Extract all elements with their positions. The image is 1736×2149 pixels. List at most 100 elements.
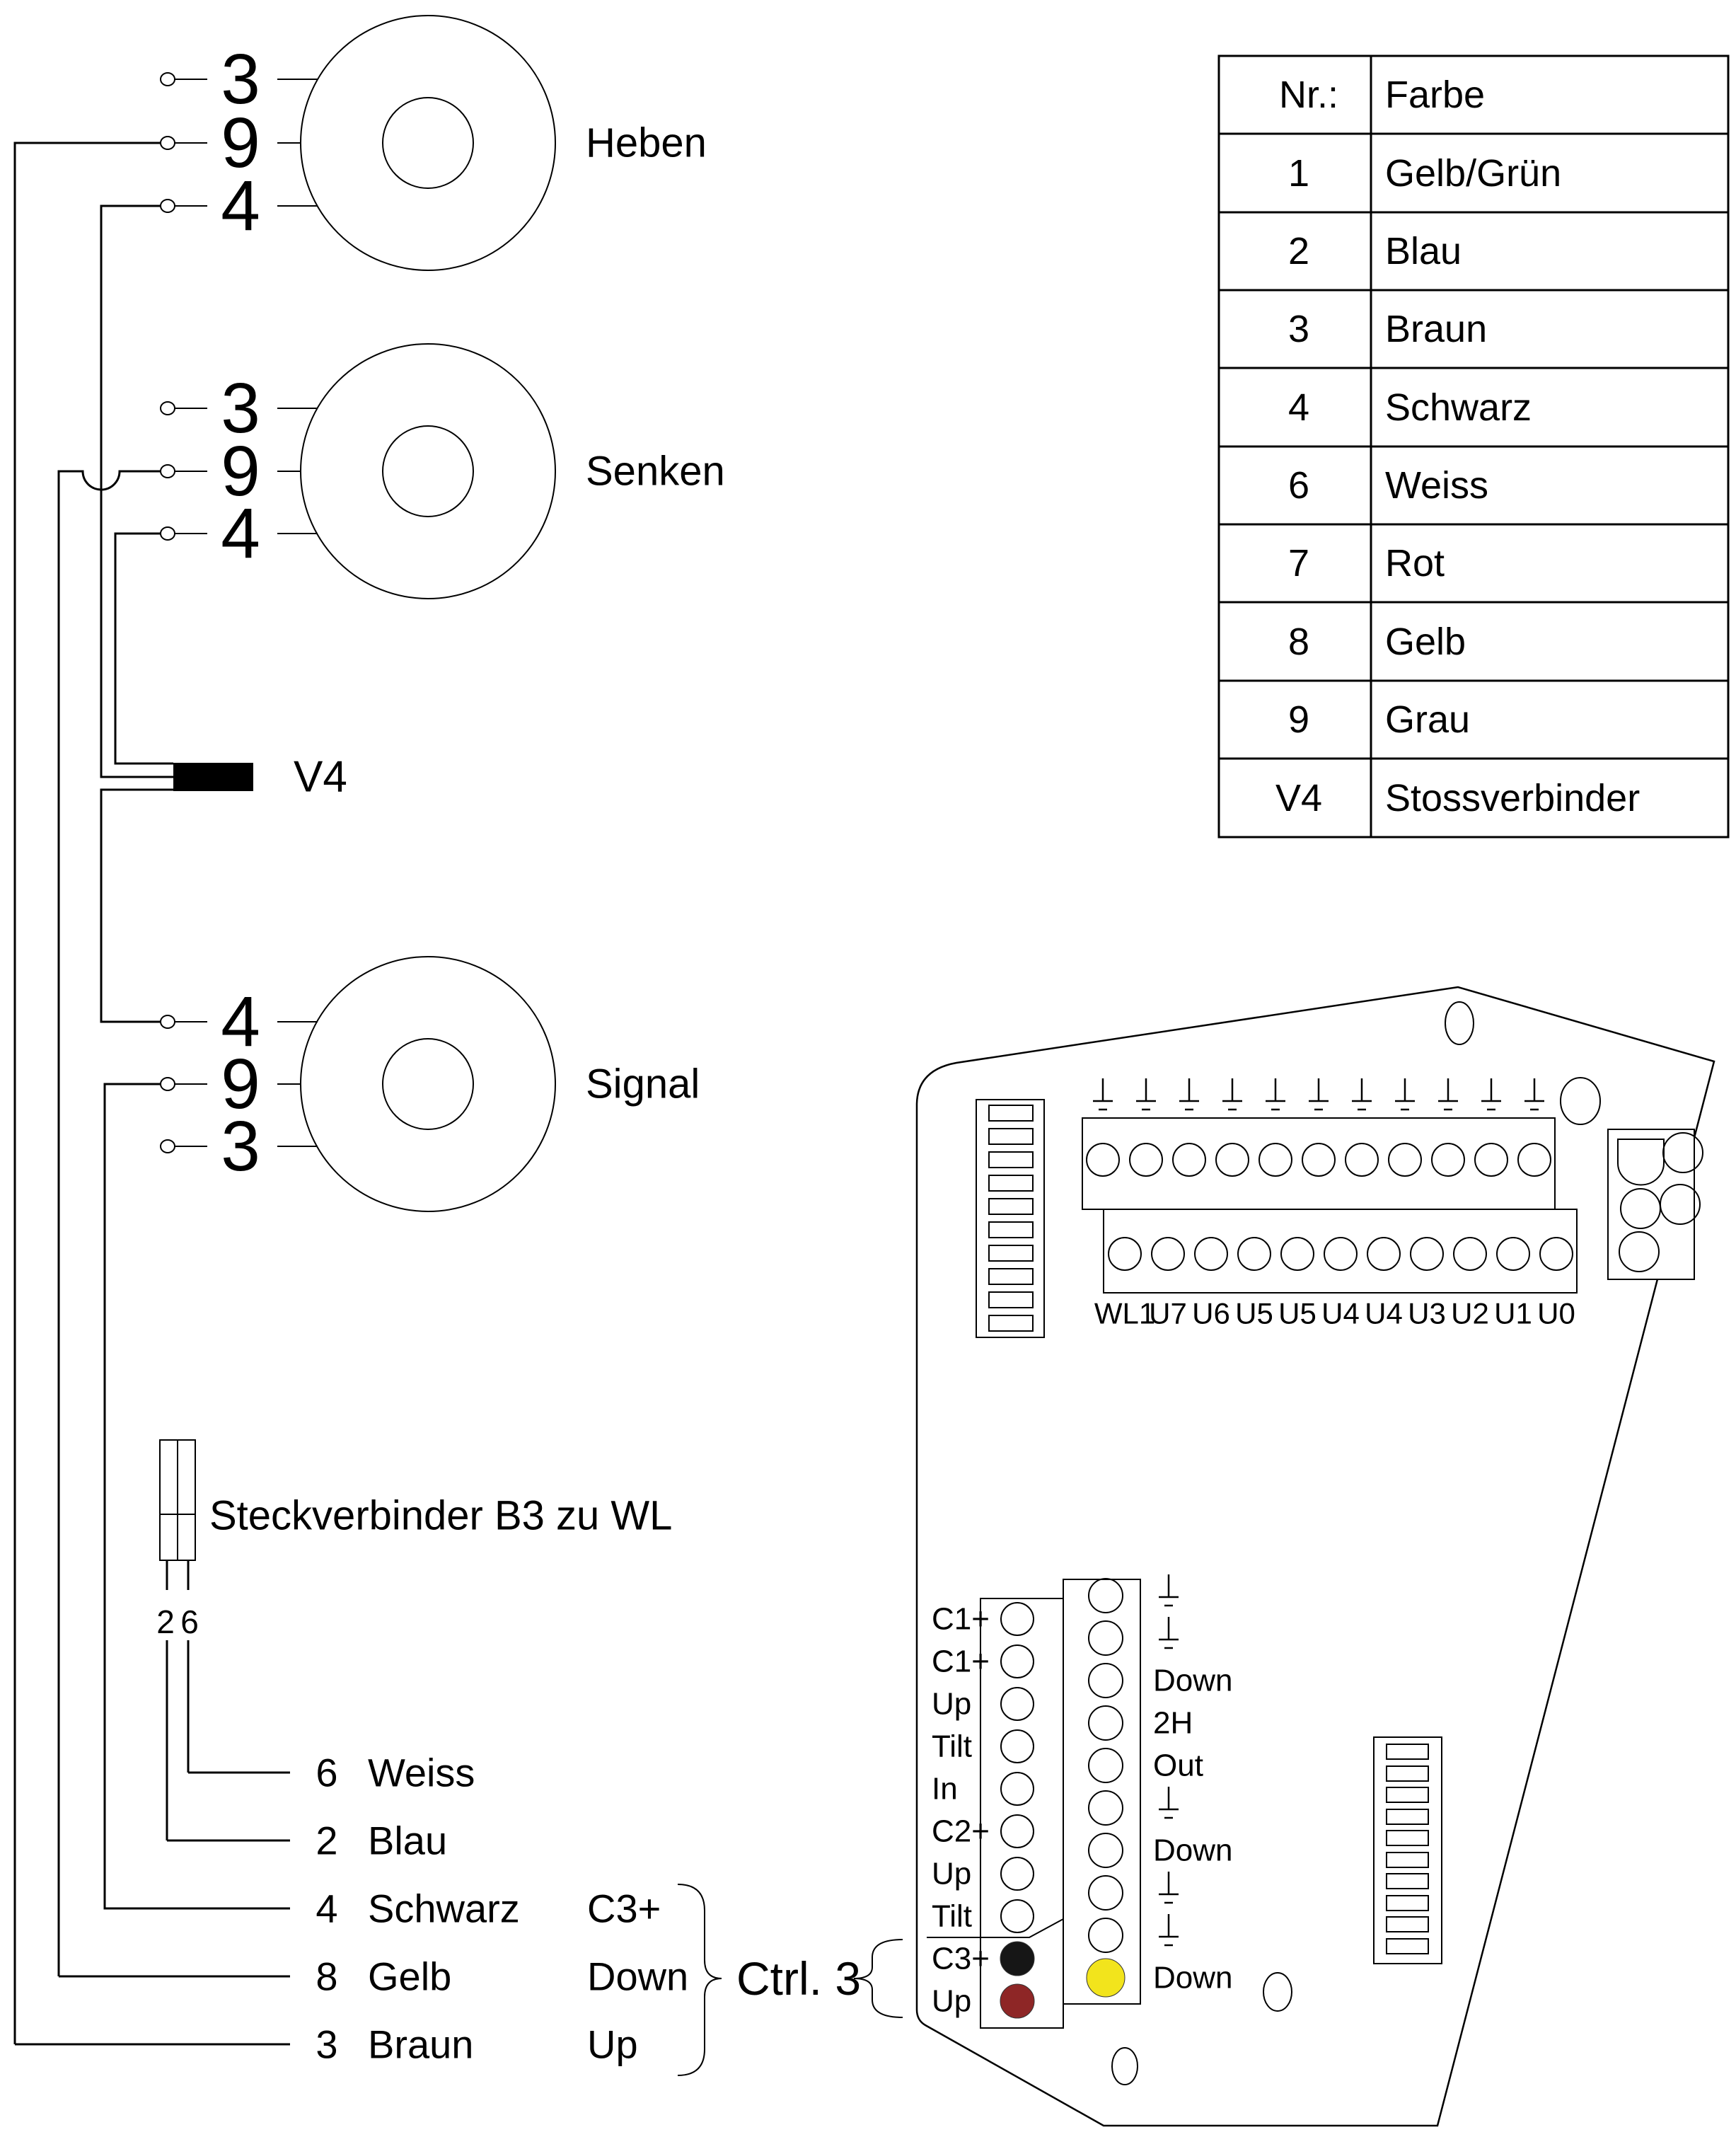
- table-header-farbe: Farbe: [1385, 74, 1485, 116]
- wire-row-nr: 6: [316, 1751, 337, 1795]
- brace-right: [853, 1939, 903, 2018]
- table-cell-farbe: Stossverbinder: [1385, 777, 1640, 819]
- port-circle: [1088, 1578, 1123, 1613]
- terminal-label: WL1: [1094, 1297, 1155, 1330]
- terminal-label: U4: [1321, 1297, 1360, 1330]
- terminal-block-body: [1103, 1209, 1578, 1294]
- table-cell-nr: 6: [1288, 464, 1309, 507]
- port-label: C3+: [932, 1942, 990, 1976]
- port-label: Tilt: [932, 1729, 972, 1764]
- port-label: Down: [1153, 1833, 1233, 1868]
- coil-label: Signal: [586, 1061, 700, 1107]
- table-header-nr: Nr.:: [1279, 74, 1338, 116]
- port-label: C2+: [932, 1814, 990, 1849]
- wire-row-nr: 8: [316, 1954, 337, 1999]
- splice-v4: V4: [173, 753, 347, 802]
- port-label: Up: [932, 1984, 971, 2019]
- port-circle: [1000, 1602, 1034, 1636]
- wire-v4-to-signal-4: [100, 788, 173, 1023]
- terminal-circle: [1324, 1237, 1358, 1271]
- port-circle: [1088, 1918, 1123, 1953]
- splice-body: [173, 763, 253, 791]
- terminal-circle: [160, 199, 175, 213]
- dip-cell: [1386, 1916, 1429, 1932]
- terminal-circle: [1517, 1143, 1551, 1177]
- terminal-circle: [1367, 1237, 1401, 1271]
- led-down-yellow: [1086, 1958, 1125, 1998]
- port-circle: [1088, 1875, 1123, 1911]
- wire-signal-9-schwarz: [103, 1083, 290, 1910]
- terminal-circle: [1431, 1143, 1465, 1177]
- mounting-hole: [1111, 2047, 1138, 2085]
- coil-outer-circle: [300, 343, 556, 599]
- wire-row-nr: 3: [316, 2022, 337, 2067]
- terminal-circle: [1129, 1143, 1163, 1177]
- pin-number: 9: [221, 432, 260, 511]
- wire-row-function: Down: [587, 1954, 688, 1999]
- terminal-circle: [1474, 1143, 1508, 1177]
- table-cell-nr: 3: [1288, 308, 1309, 350]
- port-circle: [1000, 1772, 1034, 1806]
- coil-inner-circle: [382, 97, 474, 189]
- terminal-label: U5: [1235, 1297, 1273, 1330]
- dip-cell: [1386, 1852, 1429, 1868]
- terminal-block-body: [1082, 1117, 1556, 1210]
- mounting-hole: [1263, 1972, 1292, 2012]
- mounting-hole: [1445, 1001, 1474, 1045]
- wire-row-color: Blau: [368, 1819, 447, 1863]
- table-cell-farbe: Gelb: [1385, 621, 1466, 663]
- dip-cell: [988, 1105, 1034, 1122]
- terminal-circle: [1539, 1237, 1573, 1271]
- ctrl3-label: Ctrl. 3: [736, 1952, 861, 2005]
- wire-row-nr: 4: [316, 1886, 337, 1931]
- pad-circle: [1619, 1231, 1660, 1272]
- table-cell-nr: 1: [1288, 152, 1309, 195]
- pin-number: 4: [221, 166, 260, 246]
- pad-circle: [1660, 1184, 1701, 1225]
- wire-row-nr: 2: [316, 1819, 337, 1863]
- table-cell-nr: 4: [1288, 386, 1309, 429]
- brace-left: [677, 1884, 722, 2076]
- splice-label: V4: [294, 753, 347, 802]
- pin-number: 3: [221, 40, 260, 119]
- ctrl-port-connector: C1+ C1+ Up Tilt In C2+ Up Tilt C3+ Up Do…: [927, 1573, 1233, 2029]
- port-circle: [1088, 1620, 1123, 1656]
- terminal-circle: [160, 1077, 175, 1091]
- coil-inner-circle: [382, 425, 474, 517]
- pin-number: 3: [221, 1107, 260, 1186]
- dip-cell: [988, 1291, 1034, 1308]
- edge-connector: [1607, 1129, 1703, 1280]
- table-cell-farbe: Rot: [1385, 542, 1445, 584]
- table-cell-farbe: Braun: [1385, 308, 1487, 350]
- terminal-label: U7: [1149, 1297, 1187, 1330]
- coil-label: Heben: [586, 120, 707, 166]
- pin-leads: [175, 408, 318, 534]
- harness-wires: [13, 142, 290, 2046]
- port-circle: [1000, 1687, 1034, 1721]
- wire-heben-9: [13, 142, 161, 2044]
- terminal-block-lower: [1103, 1209, 1578, 1294]
- dip-cell: [988, 1128, 1034, 1145]
- terminal-label: U4: [1365, 1297, 1403, 1330]
- wire-row-function: Up: [587, 2022, 638, 2067]
- color-table: Nr.: Farbe 1 Gelb/Grün 2 Blau 3 Braun 4 …: [1217, 54, 1730, 839]
- port-circle: [1000, 1857, 1034, 1891]
- dip-cell: [988, 1151, 1034, 1168]
- port-label: In: [932, 1772, 958, 1807]
- terminal-label: U5: [1278, 1297, 1317, 1330]
- dip-cell: [1386, 1765, 1429, 1782]
- port-label: Tilt: [932, 1899, 972, 1934]
- terminal-circle: [1172, 1143, 1206, 1177]
- connector-pin-label: 6: [180, 1603, 199, 1640]
- terminal-circle: [1302, 1143, 1336, 1177]
- wire-senken-9: [57, 470, 161, 1976]
- terminal-circle: [160, 526, 175, 541]
- pin-leads: [175, 1021, 318, 1147]
- dip-cell: [1386, 1830, 1429, 1846]
- terminal-circle: [160, 464, 175, 478]
- dip-cell: [1386, 1938, 1429, 1954]
- port-circle: [1088, 1748, 1123, 1783]
- led-c3-black: [1000, 1941, 1035, 1976]
- terminal-circle: [1345, 1143, 1379, 1177]
- terminal-circle: [1237, 1237, 1271, 1271]
